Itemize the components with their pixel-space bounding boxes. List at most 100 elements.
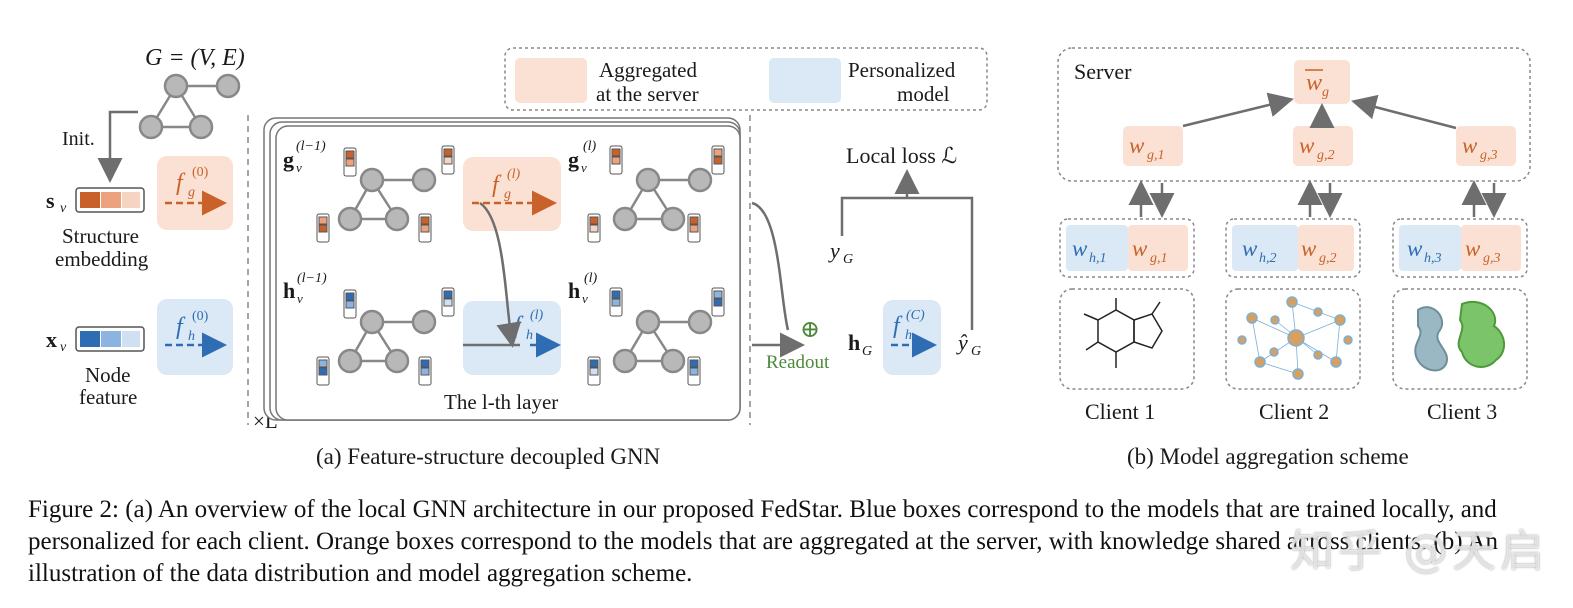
legend-box (504, 47, 988, 111)
server-label: Server (1074, 59, 1132, 84)
svg-text:v: v (296, 160, 302, 175)
svg-text:w: w (1465, 236, 1481, 261)
node-feature-line1: Node (85, 363, 131, 387)
svg-text:g: g (188, 185, 195, 200)
graph-h-cur (612, 309, 713, 374)
structure-embedding-line2: embedding (55, 247, 149, 271)
structure-embedding-vector (75, 187, 145, 213)
f-g0-label: f (176, 170, 186, 196)
client2-data-box (1225, 288, 1361, 390)
svg-text:(l): (l) (530, 308, 544, 323)
layer-stack (263, 117, 741, 421)
y-label: y (828, 238, 840, 263)
svg-text:v: v (60, 340, 67, 355)
w-g3-box (1456, 126, 1516, 166)
layer-label: The l-th layer (444, 390, 558, 414)
s-v-label: s (46, 188, 55, 213)
server-arrows (1182, 92, 1457, 130)
f-h0-label: f (176, 314, 186, 340)
legend-personalized-line1: Personalized (848, 58, 956, 82)
readout-label: Readout (766, 352, 830, 373)
svg-text:h,2: h,2 (1259, 251, 1277, 266)
svg-text:g,3: g,3 (1480, 148, 1498, 163)
blue-node-vectors (316, 287, 725, 386)
svg-text:w: w (1301, 236, 1317, 261)
svg-text:v: v (581, 160, 587, 175)
molecule-icon (1083, 298, 1163, 368)
svg-text:g,1: g,1 (1150, 251, 1168, 266)
social-network-icon (1237, 296, 1353, 380)
svg-text:(0): (0) (192, 165, 209, 180)
svg-text:h,3: h,3 (1424, 251, 1442, 266)
svg-text:w: w (1407, 236, 1423, 261)
protein-icon (1414, 301, 1505, 372)
init-arrow (97, 110, 138, 183)
x-v-label: x (46, 327, 57, 352)
w-bar-box (1294, 60, 1350, 104)
h-prev-label: h (283, 278, 295, 303)
w-g2-label: w (1299, 133, 1315, 158)
svg-text:g,2: g,2 (1317, 148, 1335, 163)
svg-text:G: G (843, 252, 853, 267)
oplus: ⊕ (800, 317, 820, 343)
g-prev-label: g (283, 147, 294, 172)
svg-text:g,2: g,2 (1319, 251, 1337, 266)
svg-text:G: G (971, 344, 981, 359)
legend-aggregated-line1: Aggregated (599, 58, 697, 82)
svg-text:h: h (188, 329, 195, 344)
h-G-label: h (848, 330, 860, 355)
svg-text:h,1: h,1 (1089, 251, 1107, 266)
client1-data-box (1059, 288, 1195, 390)
init-label: Init. (62, 128, 95, 150)
w-g1-box (1123, 126, 1183, 166)
caption-b: (b) Model aggregation scheme (1127, 444, 1409, 469)
local-loss-label: Local loss ℒ (846, 143, 957, 168)
svg-text:G: G (862, 344, 872, 359)
h-cur-label: h (568, 278, 580, 303)
y-hat-label: ŷ (956, 330, 968, 355)
server-box (1057, 47, 1531, 182)
svg-text:v: v (297, 291, 303, 306)
svg-text:(C): (C) (906, 308, 925, 323)
svg-text:h: h (905, 328, 912, 343)
input-graph (138, 73, 241, 140)
client3-label: Client 3 (1427, 399, 1497, 424)
svg-text:w: w (1132, 236, 1148, 261)
h-prev-sup: (l−1) (297, 271, 327, 286)
h-cur-sup: (l) (584, 271, 598, 286)
g-cur-sup: (l) (583, 139, 597, 154)
svg-text:v: v (60, 201, 67, 216)
client-server-arrows (1128, 180, 1507, 218)
node-feature-vector (75, 326, 145, 352)
structure-embedding-line1: Structure (62, 224, 139, 248)
orange-node-vectors (316, 145, 725, 243)
node-feature-line2: feature (79, 385, 137, 409)
w-g2-box (1293, 126, 1353, 166)
legend-personalized-line2: model (897, 82, 950, 106)
w-g3-label: w (1462, 133, 1478, 158)
client3-data-box (1392, 288, 1528, 390)
caption-a: (a) Feature-structure decoupled GNN (316, 444, 661, 469)
svg-text:g,1: g,1 (1147, 148, 1165, 163)
svg-text:w: w (1072, 236, 1088, 261)
figure-caption: Figure 2: (a) An overview of the local G… (28, 496, 1498, 587)
client2-label: Client 2 (1259, 399, 1329, 424)
svg-text:v: v (582, 291, 588, 306)
figure-diagram: G = (V, E) Init. s v Structure embedding… (46, 45, 1531, 469)
svg-text:(0): (0) (192, 309, 209, 324)
graph-g-prev (337, 167, 437, 232)
svg-text:g: g (1322, 85, 1329, 100)
svg-text:w: w (1242, 236, 1258, 261)
g-readout-curve (751, 201, 790, 331)
svg-text:(l): (l) (507, 167, 521, 182)
graph-g-cur (612, 167, 713, 232)
g-prev-sup: (l−1) (296, 139, 326, 154)
legend-orange-swatch (515, 58, 587, 103)
legend-blue-swatch (769, 58, 841, 103)
graph-label: G = (V, E) (145, 45, 245, 71)
g-cur-label: g (568, 147, 579, 172)
graph-h-prev (337, 309, 437, 374)
